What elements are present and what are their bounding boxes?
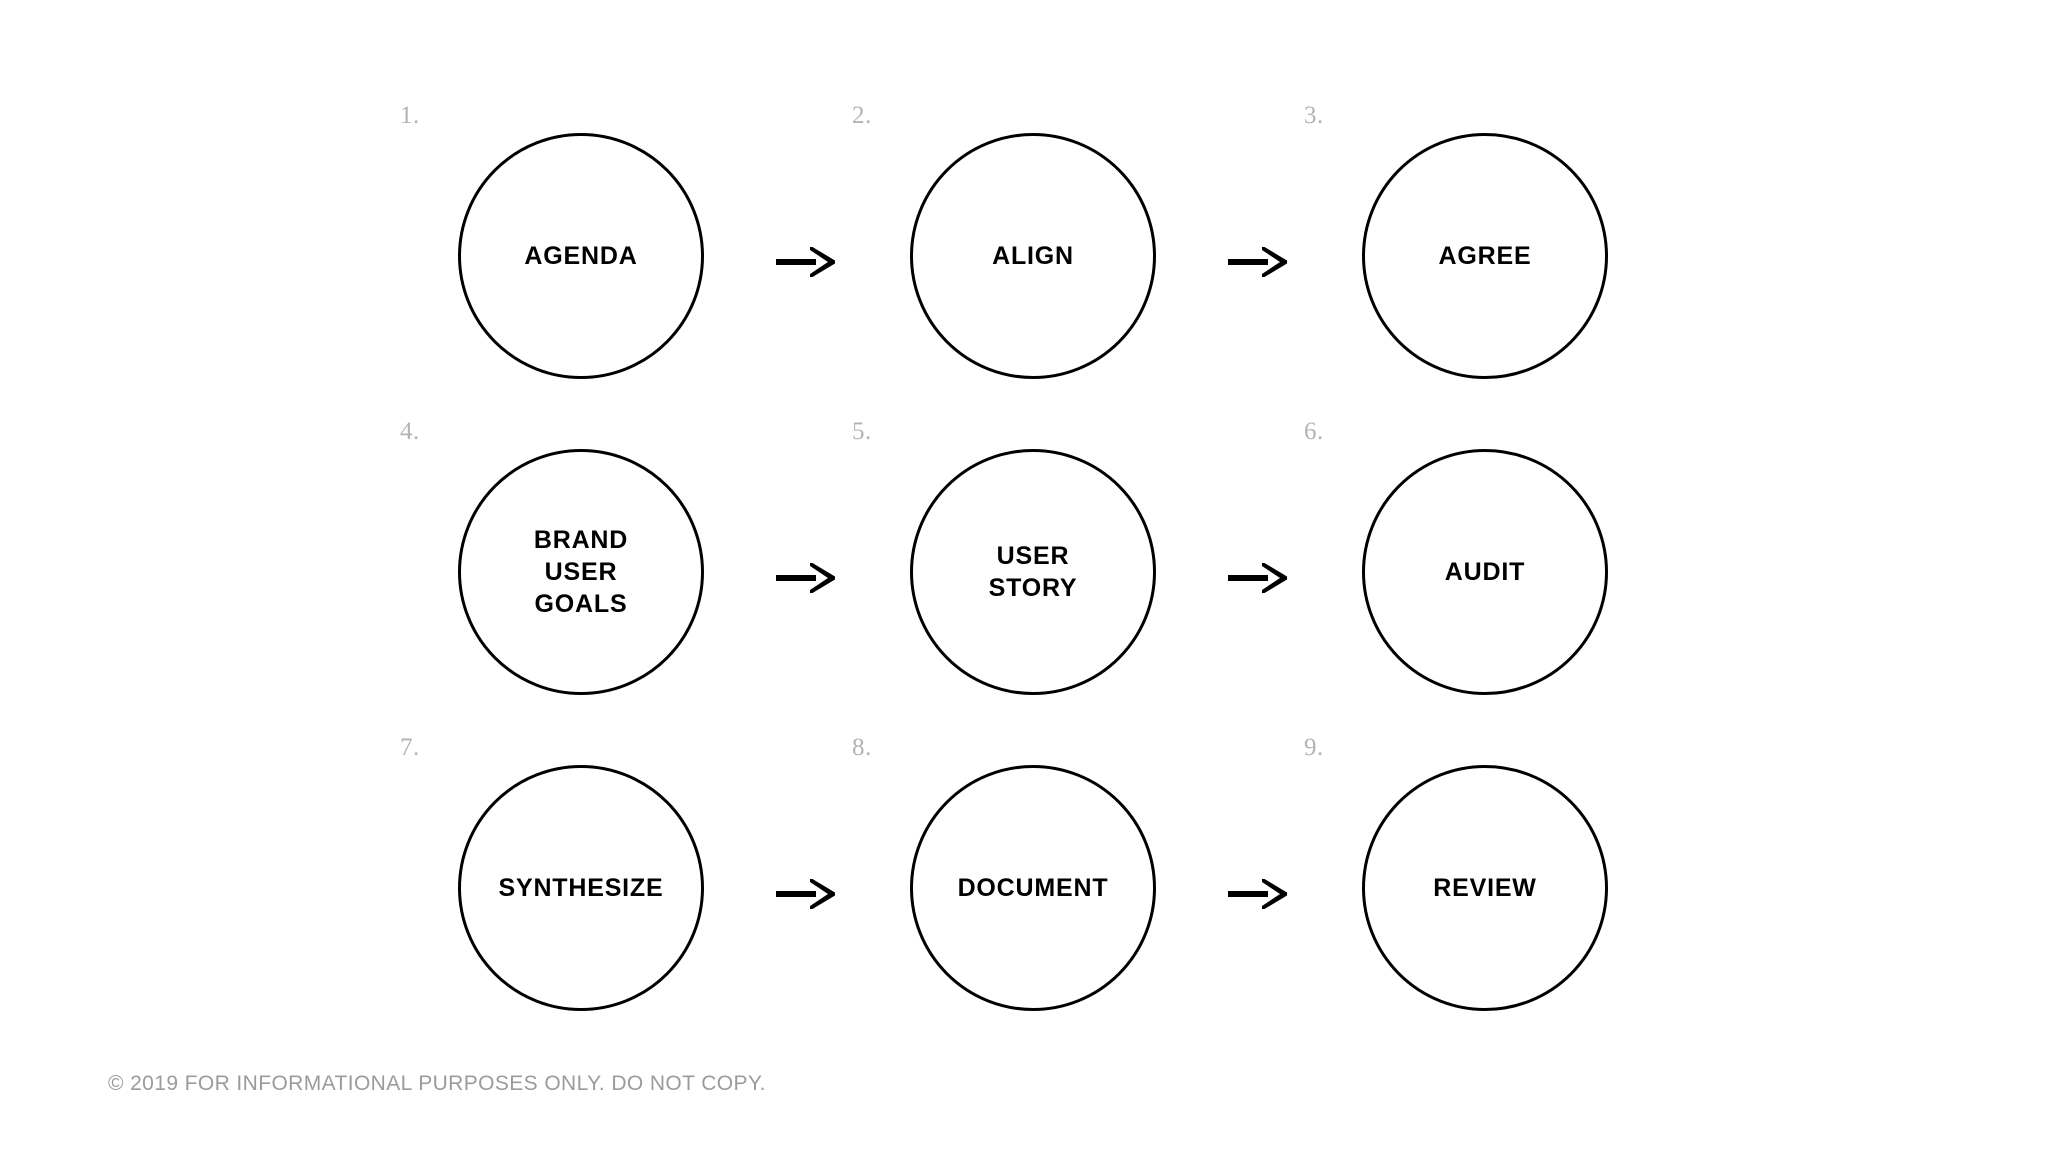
arrow-right-icon (1162, 133, 1356, 391)
step-label: AUDIT (1444, 558, 1526, 586)
step-label: USER STORY (988, 542, 1078, 602)
arrow-right-icon (710, 449, 904, 707)
step-circle[interactable]: AGREE (1362, 133, 1608, 379)
step-circle[interactable]: BRAND USER GOALS (458, 449, 704, 695)
step-circle[interactable]: ALIGN (910, 133, 1156, 379)
step-circle[interactable]: SYNTHESIZE (458, 765, 704, 1011)
process-step-6[interactable]: 6. AUDIT (1304, 419, 1614, 707)
arrow-right-icon (710, 765, 904, 1023)
step-label: AGENDA (524, 242, 638, 270)
step-label: REVIEW (1433, 874, 1537, 902)
step-number: 3. (1304, 102, 1324, 129)
step-circle[interactable]: AGENDA (458, 133, 704, 379)
step-label: DOCUMENT (957, 874, 1109, 902)
arrow-right-icon (1162, 449, 1356, 707)
process-step-3[interactable]: 3. AGREE (1304, 103, 1614, 391)
step-label: SYNTHESIZE (498, 874, 664, 902)
copyright-footer: © 2019 FOR INFORMATIONAL PURPOSES ONLY. … (108, 1072, 766, 1095)
step-number: 5. (852, 418, 872, 445)
step-circle[interactable]: USER STORY (910, 449, 1156, 695)
process-step-2[interactable]: 2. ALIGN (852, 103, 1162, 391)
process-step-7[interactable]: 7. SYNTHESIZE (400, 735, 710, 1023)
step-circle[interactable]: AUDIT (1362, 449, 1608, 695)
process-row-2: 4. BRAND USER GOALS 5. USER STORY (400, 419, 1614, 708)
process-row-3: 7. SYNTHESIZE 8. DOCUMENT (400, 735, 1614, 1024)
process-flow-grid: 1. AGENDA 2. ALIGN (400, 103, 1614, 1018)
step-circle[interactable]: REVIEW (1362, 765, 1608, 1011)
step-label: AGREE (1438, 242, 1532, 270)
step-number: 1. (400, 102, 420, 129)
step-number: 8. (852, 734, 872, 761)
step-number: 7. (400, 734, 420, 761)
step-number: 9. (1304, 734, 1324, 761)
step-number: 2. (852, 102, 872, 129)
process-step-5[interactable]: 5. USER STORY (852, 419, 1162, 707)
process-step-8[interactable]: 8. DOCUMENT (852, 735, 1162, 1023)
step-number: 6. (1304, 418, 1324, 445)
step-number: 4. (400, 418, 420, 445)
step-label: ALIGN (992, 242, 1074, 270)
step-label: BRAND USER GOALS (533, 526, 629, 618)
step-circle[interactable]: DOCUMENT (910, 765, 1156, 1011)
process-step-9[interactable]: 9. REVIEW (1304, 735, 1614, 1023)
process-step-4[interactable]: 4. BRAND USER GOALS (400, 419, 710, 707)
process-step-1[interactable]: 1. AGENDA (400, 103, 710, 391)
arrow-right-icon (710, 133, 904, 391)
arrow-right-icon (1162, 765, 1356, 1023)
process-row-1: 1. AGENDA 2. ALIGN (400, 103, 1614, 392)
